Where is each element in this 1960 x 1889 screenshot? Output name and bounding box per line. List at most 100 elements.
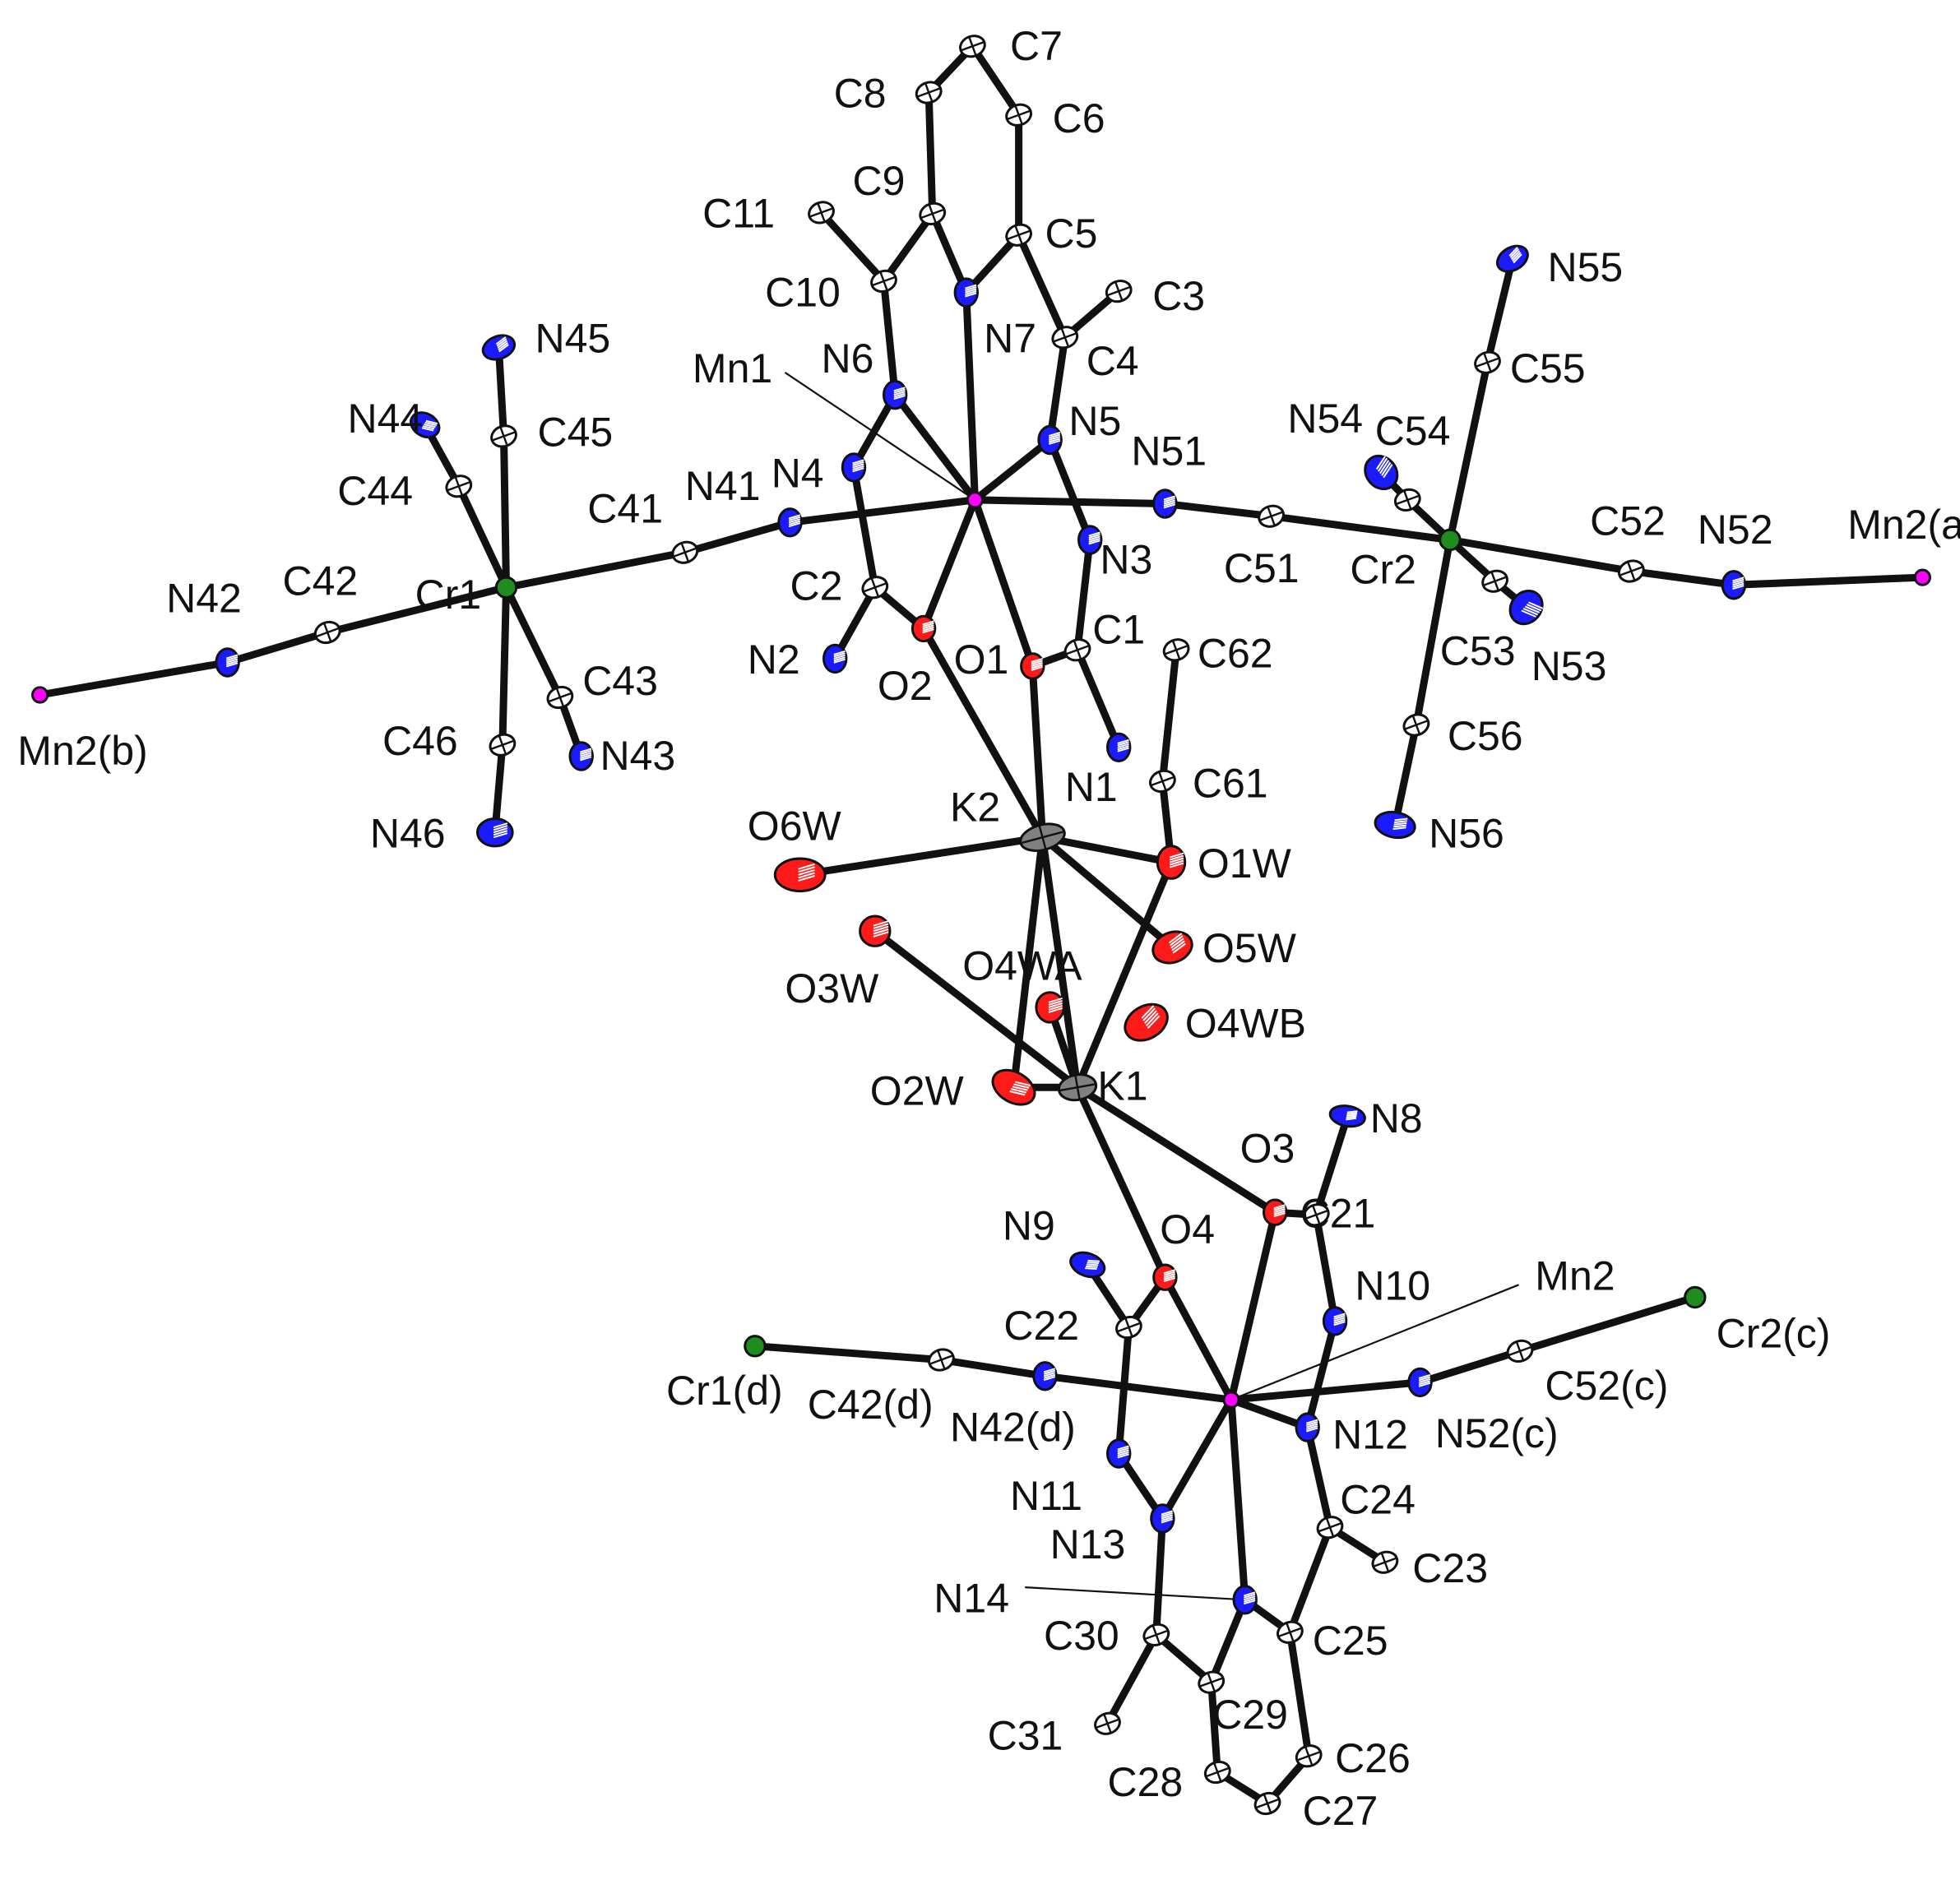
bond-c62-c61: [1158, 646, 1180, 785]
bond-c5-c4: [1015, 231, 1069, 341]
atom-label: Cr2: [1350, 547, 1416, 593]
atom-label: C10: [765, 269, 841, 315]
atom-c53: [1481, 569, 1508, 593]
bond-mn1-o2: [920, 496, 979, 632]
atom-n42d: [1032, 1361, 1058, 1391]
atom-c25: [1277, 1620, 1304, 1644]
atom-c1: [1063, 638, 1091, 662]
atom-n53: [1508, 590, 1544, 626]
atom-label: C45: [538, 410, 614, 456]
atom-k2: [1019, 822, 1066, 853]
bond-mn2b-n42: [36, 659, 232, 699]
atom-c4: [1051, 326, 1079, 350]
bond-c24-c25: [1286, 1523, 1334, 1637]
bond-cr1-c44: [455, 482, 510, 591]
atom-n10: [1322, 1306, 1348, 1336]
atom-label: N8: [1370, 1095, 1423, 1141]
bond-o3-mn2: [1227, 1208, 1279, 1404]
bond-o4-mn2: [1161, 1273, 1235, 1404]
atom-label: O5W: [1202, 925, 1297, 971]
atom-label: C52: [1590, 498, 1666, 544]
atom-label: N45: [535, 316, 611, 362]
bond-mn1-n7: [962, 289, 979, 504]
bond-mn2-n14: [1227, 1396, 1249, 1604]
bond-cr1-c43: [503, 583, 564, 701]
atom-o3w: [859, 914, 892, 947]
bond-n5-n3: [1046, 436, 1094, 544]
atom-label: N53: [1531, 643, 1607, 689]
atom-c44: [445, 475, 473, 498]
bond-k2-o5w: [1039, 833, 1176, 951]
bond-k2-o6w: [796, 833, 1046, 879]
atom-label: N42: [166, 576, 242, 622]
atom-label: N52: [1698, 507, 1773, 553]
bond-c30-c31: [1104, 1631, 1161, 1728]
atom-label: C46: [382, 718, 458, 764]
atom-o2w: [991, 1068, 1036, 1106]
atom-label: N12: [1332, 1411, 1408, 1457]
atom-label: N6: [822, 336, 874, 382]
atom-c21: [1302, 1203, 1330, 1227]
atom-o4wb: [1124, 1002, 1169, 1042]
atom-label: C30: [1044, 1613, 1119, 1659]
atom-label: C25: [1313, 1618, 1388, 1664]
atom-label: C55: [1510, 345, 1586, 391]
atom-c46: [489, 733, 517, 757]
atom-label: O1: [954, 637, 1009, 683]
atom-label: N11: [1010, 1473, 1082, 1519]
bond-o3w-k1: [871, 927, 1082, 1091]
atom-c43: [546, 685, 574, 710]
bond-n51-c51: [1161, 500, 1276, 521]
atom-label: N41: [685, 463, 761, 509]
atom-n14: [1232, 1585, 1258, 1615]
bond-c29-c30: [1152, 1631, 1216, 1687]
atom-c30: [1142, 1623, 1170, 1646]
atom-label: N14: [934, 1576, 1009, 1622]
atom-label: C11: [702, 191, 775, 237]
atom-c10: [870, 269, 897, 293]
atom-label: C1: [1092, 607, 1145, 653]
bond-mn2-n13: [1158, 1396, 1235, 1522]
atom-c8: [915, 81, 943, 104]
atom-label: O1W: [1198, 840, 1292, 887]
atom-n7: [953, 277, 980, 308]
atom-n2: [822, 643, 848, 674]
atom-label: N1: [1065, 764, 1118, 810]
atom-label: C22: [1003, 1303, 1079, 1349]
atom-label: C54: [1375, 408, 1451, 454]
atom-n6: [882, 380, 908, 410]
bond-c1-n1: [1073, 646, 1123, 752]
bond-c42d-n42d: [937, 1356, 1049, 1380]
bond-mn1-n5: [971, 436, 1054, 504]
bond-n12-c24: [1304, 1424, 1334, 1531]
atom-n51: [1152, 488, 1178, 519]
atom-c9: [919, 201, 947, 225]
atom-c7: [959, 35, 986, 58]
bond-cr2-c55: [1446, 359, 1491, 544]
atom-cr1: [494, 576, 518, 599]
bond-n52-mn2a: [1730, 573, 1926, 589]
atom-label: C27: [1303, 1788, 1378, 1834]
atom-label: N46: [370, 810, 446, 856]
atom-c31: [1094, 1711, 1121, 1735]
atom-label: O3: [1240, 1125, 1295, 1171]
atom-n43: [568, 741, 594, 771]
atom-o5w: [1151, 930, 1193, 965]
leader-line-mn1: [784, 371, 976, 501]
bond-mn1-o1: [971, 496, 1036, 670]
atom-label: C44: [337, 468, 413, 514]
atom-label: C6: [1053, 95, 1105, 141]
atom-c29: [1198, 1670, 1226, 1694]
atom-o3: [1262, 1198, 1288, 1226]
atom-n56: [1374, 810, 1416, 840]
atom-label: N4: [771, 451, 824, 497]
atom-label: C24: [1340, 1476, 1416, 1522]
bond-cr2-c52: [1446, 536, 1635, 575]
atom-c61: [1149, 769, 1176, 793]
atom-o1w: [1156, 845, 1187, 880]
atom-label: N55: [1548, 244, 1624, 290]
atom-c28: [1203, 1760, 1231, 1785]
bond-n10-n12: [1304, 1317, 1339, 1432]
bond-o1-k2: [1028, 662, 1046, 841]
